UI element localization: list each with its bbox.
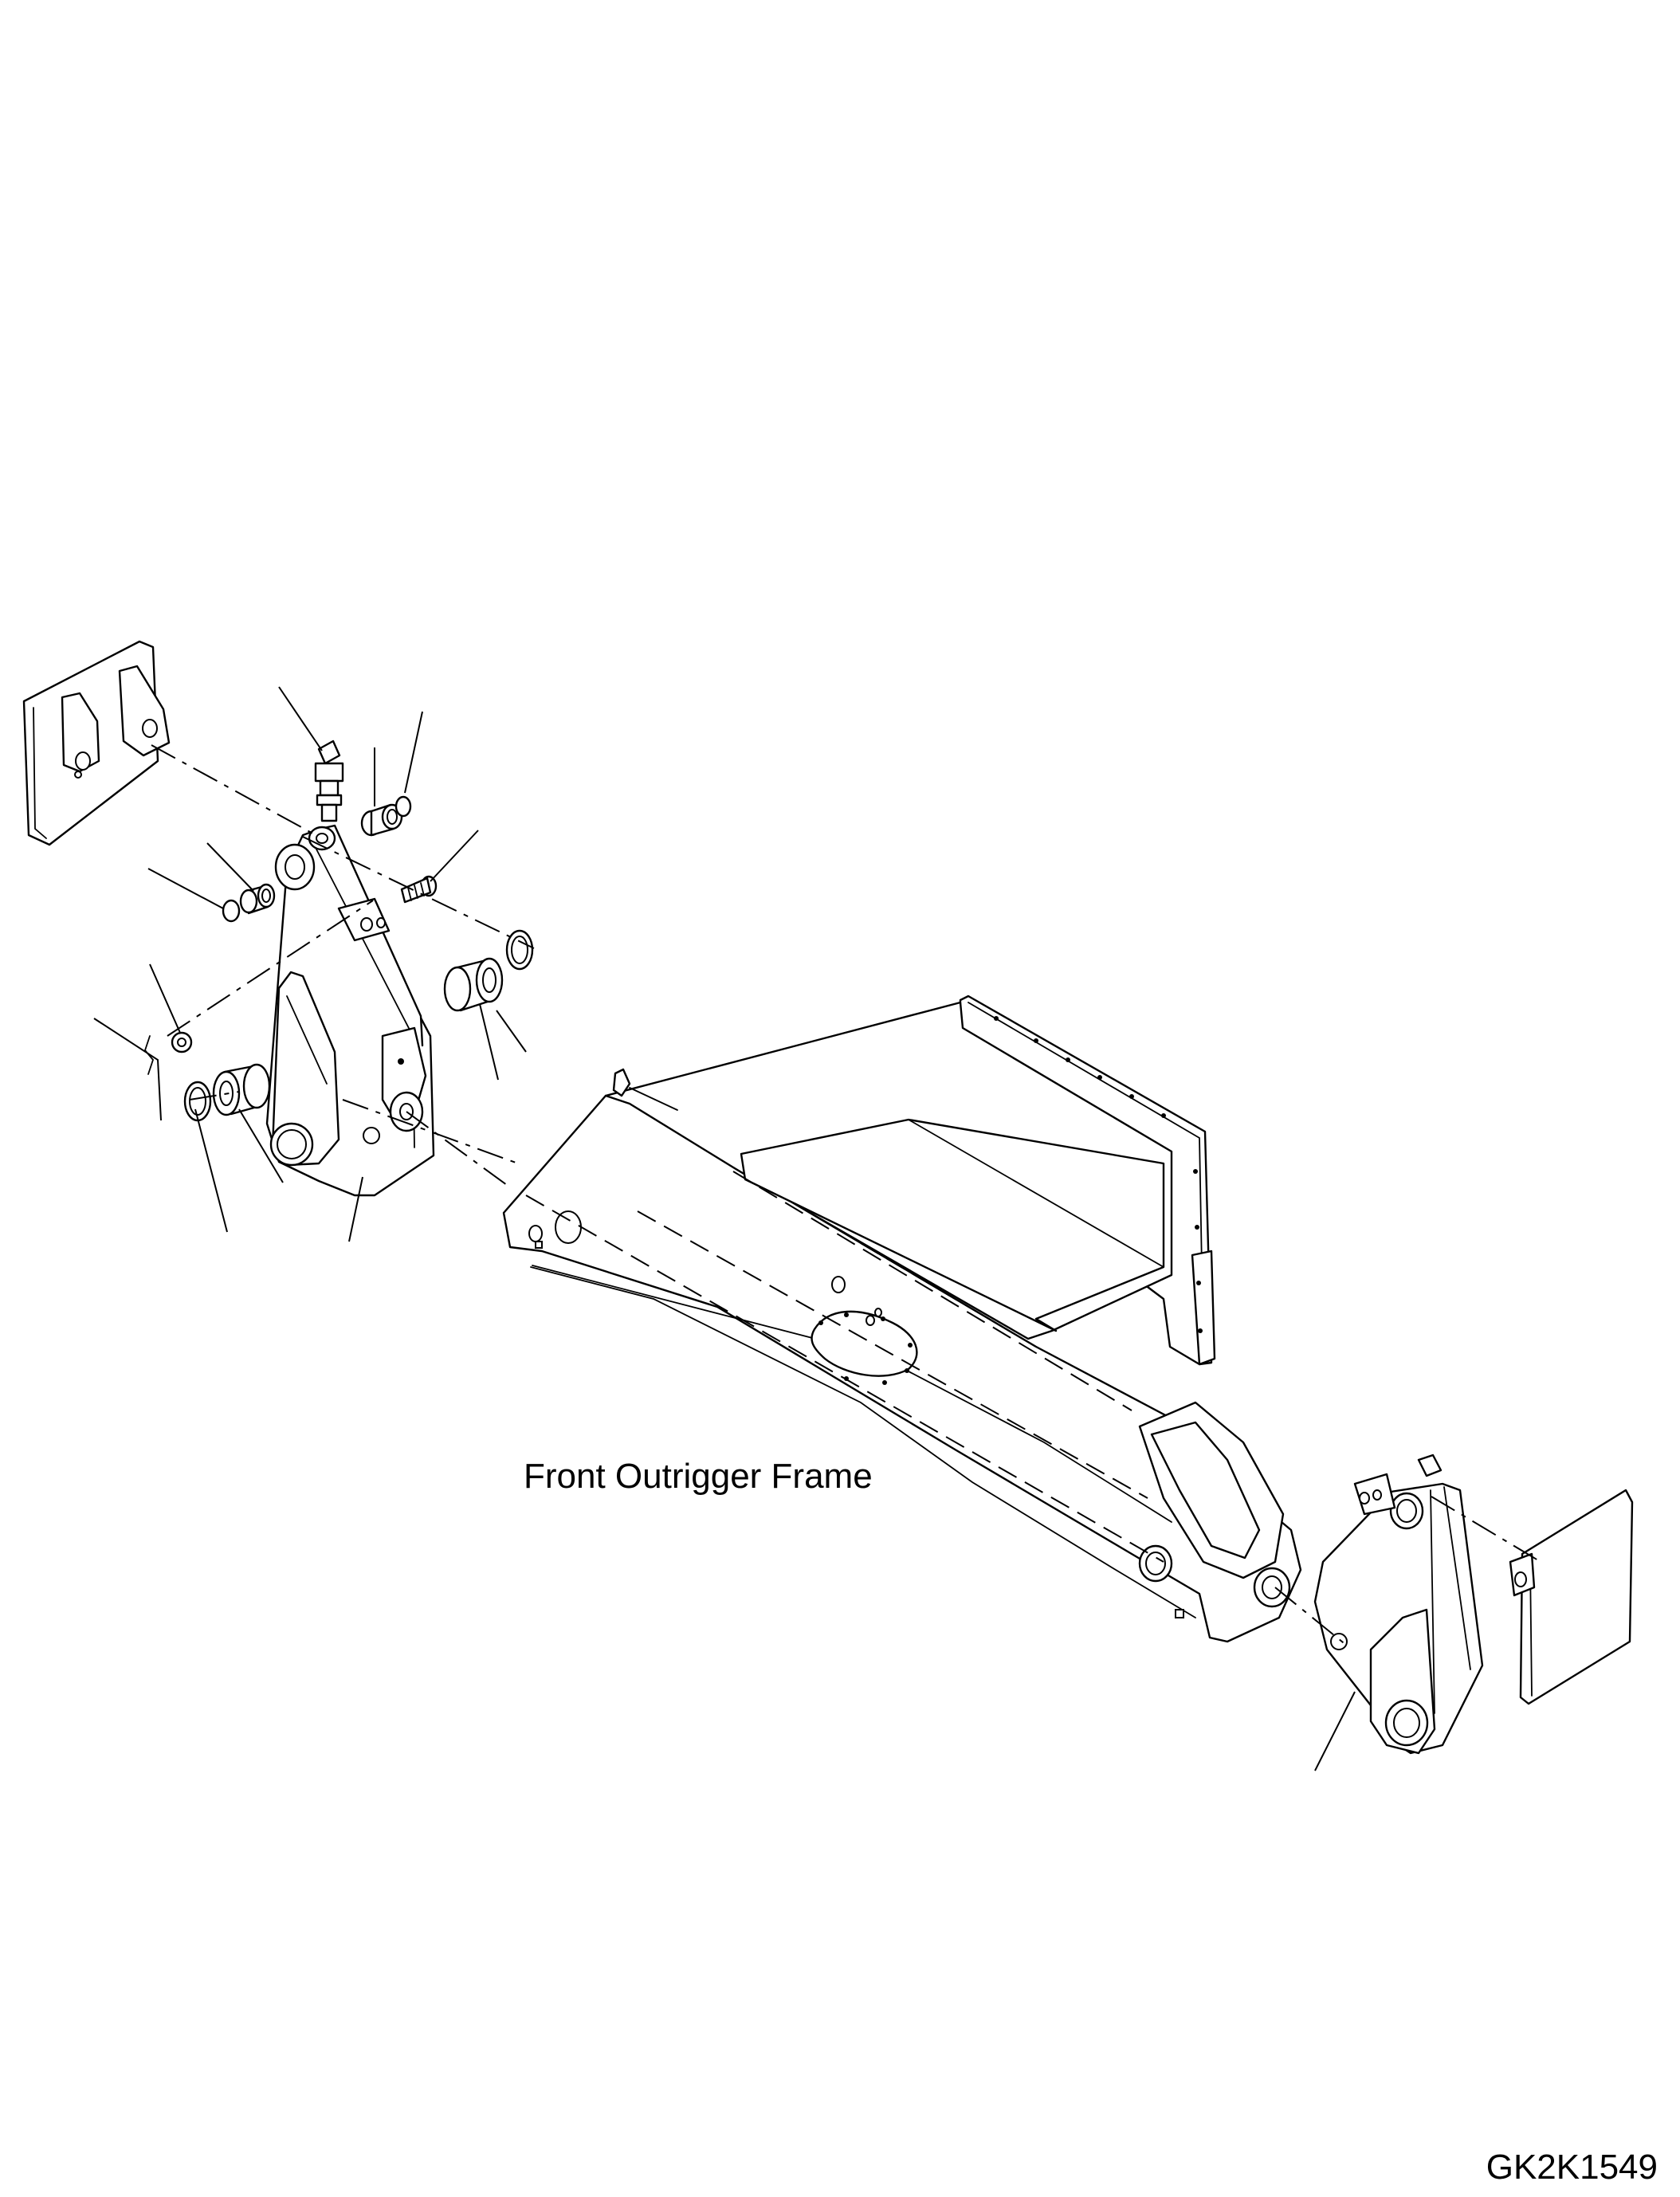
leader-lines <box>93 686 1356 1771</box>
retaining-bolt <box>400 875 438 904</box>
grease-fitting <box>314 740 344 822</box>
assembly-centerlines <box>151 744 1539 1646</box>
front-outrigger-frame <box>502 995 1302 1643</box>
diagram-caption: Front Outrigger Frame <box>524 1457 873 1496</box>
right-outrigger-arm <box>1313 1454 1484 1755</box>
washer-and-clip <box>143 1031 193 1075</box>
right-mounting-bracket <box>1509 1489 1634 1705</box>
drawing-id: GK2K1549 <box>1486 2148 1658 2187</box>
right-large-bushing-set <box>443 929 534 1012</box>
left-outrigger-arm <box>265 824 435 1197</box>
lower-bushing-set <box>183 1063 271 1122</box>
left-bushing-set <box>222 883 276 923</box>
left-mounting-bracket <box>22 640 171 846</box>
upper-bushing-set <box>360 795 412 837</box>
